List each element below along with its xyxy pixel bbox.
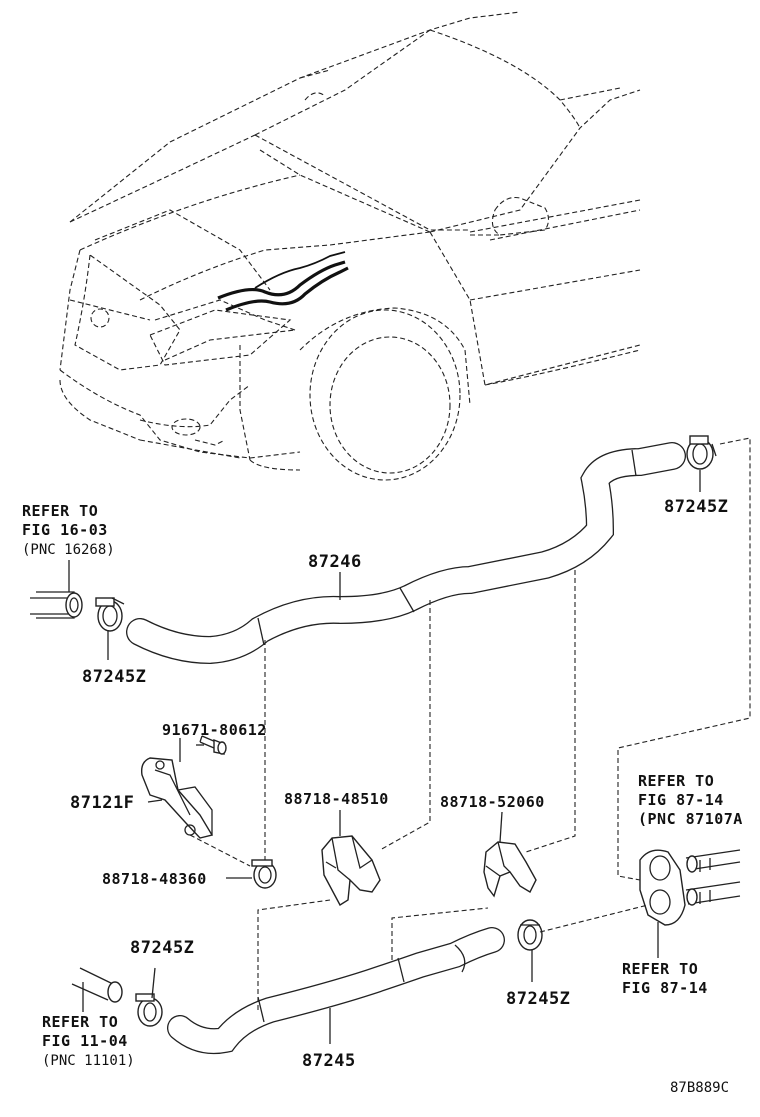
hose-clip-icon: [483, 841, 537, 898]
callout-refer-87-14-a: REFER TO FIG 87-14 (PNC 87107A: [638, 772, 743, 828]
part-number-88718-48360: 88718-48360: [102, 870, 207, 888]
callout-refer-87-14-b: REFER TO FIG 87-14: [622, 960, 708, 997]
hose-clip-icon: [321, 835, 381, 906]
hose-clamp-icon: [95, 597, 125, 632]
hose-clip-icon: [251, 859, 277, 889]
heater-hose-87245: [167, 927, 505, 1055]
refer-line-3: (PNC 87107A: [638, 810, 743, 828]
part-number-87245Z-left: 87245Z: [82, 667, 146, 687]
part-number-87121F: 87121F: [70, 793, 134, 813]
refer-line-2: FIG 16-03: [22, 521, 108, 539]
part-number-88718-48510: 88718-48510: [284, 790, 389, 808]
hose-clamp-icon: [686, 435, 717, 470]
part-number-87245Z-lower-left: 87245Z: [130, 938, 194, 958]
refer-line-1: REFER TO: [638, 772, 714, 790]
pipe-stub-icon: [685, 849, 741, 906]
refer-line-2: FIG 87-14: [638, 791, 724, 809]
part-number-87245: 87245: [302, 1051, 356, 1071]
heater-hose-87246: [126, 442, 686, 665]
callout-refer-11-04: REFER TO FIG 11-04 (PNC 11101): [42, 1013, 135, 1069]
car-outline-icon: [59, 11, 641, 481]
hose-clamp-icon: [135, 993, 163, 1027]
hose-clamp-icon: [517, 919, 543, 951]
pipe-stub-icon: [30, 591, 83, 619]
refer-line-1: REFER TO: [22, 502, 98, 520]
refer-line-2: FIG 87-14: [622, 979, 708, 997]
diagram-code: 87B889C: [670, 1080, 729, 1096]
refer-line-3: (PNC 11101): [42, 1053, 135, 1069]
heater-hose-icon: [217, 251, 349, 312]
grommet-icon: [639, 849, 686, 926]
part-number-87246: 87246: [308, 552, 362, 572]
refer-line-3: (PNC 16268): [22, 542, 115, 558]
callout-refer-16-03: REFER TO FIG 16-03 (PNC 16268): [22, 502, 115, 558]
part-number-87245Z-top-right: 87245Z: [664, 497, 728, 517]
pipe-stub-icon: [71, 967, 123, 1003]
refer-line-1: REFER TO: [42, 1013, 118, 1031]
bracket-icon: [140, 757, 214, 839]
part-number-91671-80612: 91671-80612: [162, 721, 267, 739]
bolt-icon: [199, 735, 227, 755]
part-number-87245Z-lower-mid: 87245Z: [506, 989, 570, 1009]
part-number-88718-52060: 88718-52060: [440, 793, 545, 811]
refer-line-2: FIG 11-04: [42, 1032, 128, 1050]
leader-lines: [68, 437, 751, 1044]
refer-line-1: REFER TO: [622, 960, 698, 978]
